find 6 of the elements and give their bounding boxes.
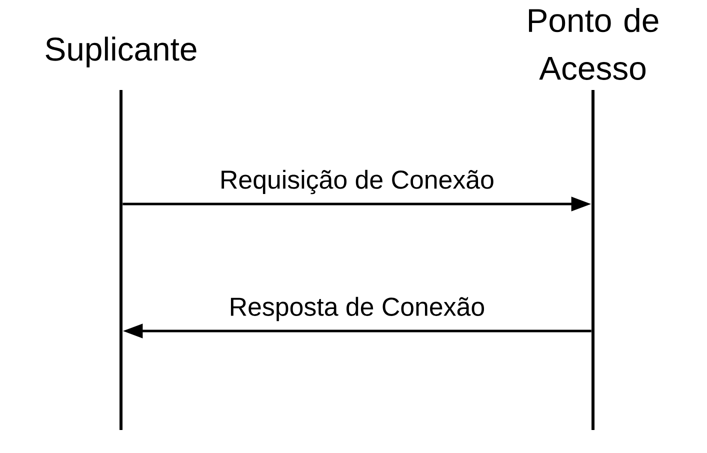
participant-label: Suplicante	[46, 36, 196, 68]
lifeline	[120, 90, 122, 430]
edge-label: Resposta de Conexão	[230, 296, 484, 322]
edge-label: Requisição de Conexão	[222, 170, 494, 194]
participant-label: Ponto de Acesso	[528, 8, 658, 80]
lifeline	[592, 90, 594, 430]
